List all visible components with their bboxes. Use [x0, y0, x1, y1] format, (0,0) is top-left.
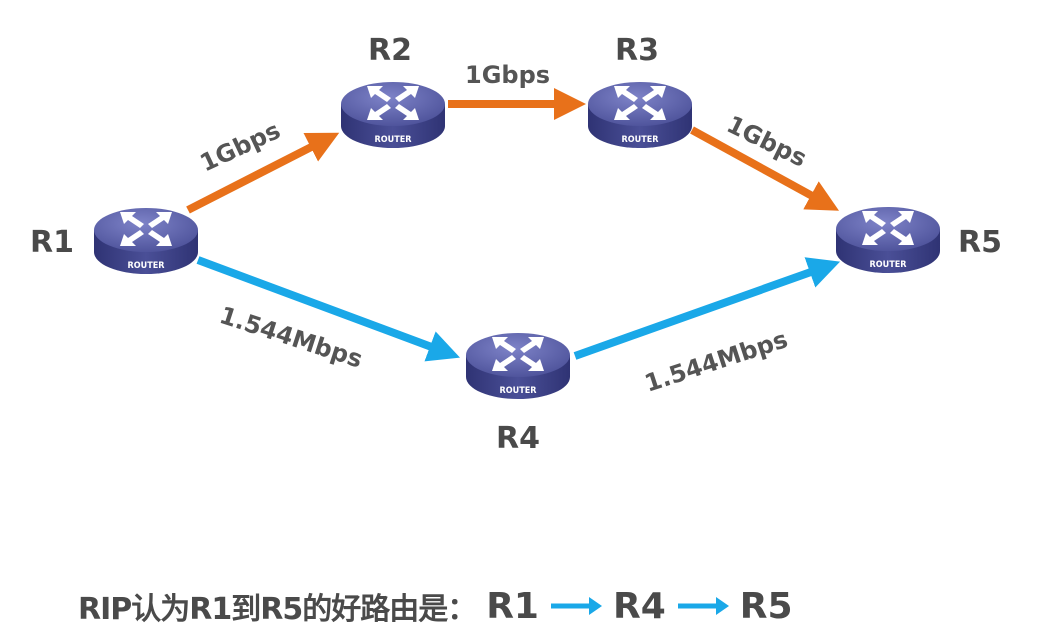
router-device-text: ROUTER: [870, 260, 908, 270]
arrow-right-icon: [677, 597, 729, 615]
link-r3-r5: [690, 126, 840, 211]
router-label-r4: R4: [496, 421, 540, 456]
router-label-r2: R2: [368, 33, 412, 68]
router-r1: ROUTER: [94, 208, 198, 274]
link-label-r2-r3: 1Gbps: [465, 61, 550, 89]
router-device-text: ROUTER: [128, 261, 166, 271]
router-label-r3: R3: [615, 33, 659, 68]
router-r2: ROUTER: [341, 82, 445, 148]
caption-hop-2: R4: [612, 585, 666, 627]
caption-hop-1: R1: [486, 585, 539, 627]
router-label-r5: R5: [958, 225, 1002, 260]
arrow-right-icon: [550, 597, 602, 615]
router-device-text: ROUTER: [375, 135, 413, 145]
router-r5: ROUTER: [836, 207, 940, 273]
link-label-r4-r5: 1.544Mbps: [641, 325, 791, 398]
rip-route-caption: RIP认为R1到R5的好路由是： R1 R4 R5: [78, 578, 793, 634]
router-label-r1: R1: [30, 225, 74, 260]
caption-hop-3: R5: [739, 585, 793, 627]
router-r3: ROUTER: [588, 82, 692, 148]
link-r4-r5: [573, 257, 841, 360]
link-r1-r4: [196, 256, 460, 362]
link-r1-r2: [186, 132, 340, 214]
caption-lead: RIP认为R1到R5的好路由是：: [78, 592, 477, 627]
router-device-text: ROUTER: [500, 386, 538, 396]
router-r4: ROUTER: [466, 333, 570, 399]
router-device-text: ROUTER: [622, 135, 660, 145]
link-label-r3-r5: 1Gbps: [722, 110, 811, 172]
